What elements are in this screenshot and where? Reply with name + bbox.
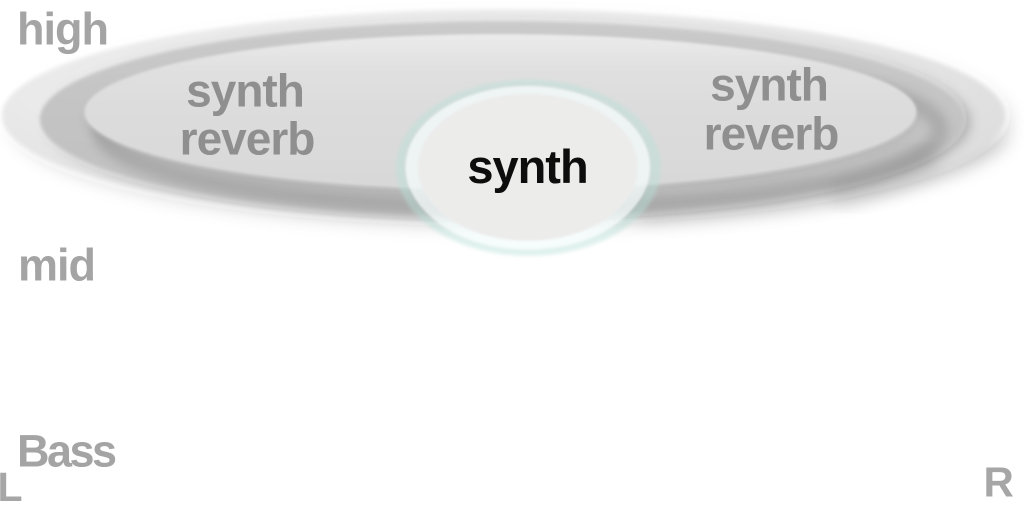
- svg-text:Bass: Bass: [17, 426, 116, 477]
- svg-text:reverb: reverb: [704, 108, 839, 160]
- svg-text:synth: synth: [710, 59, 828, 111]
- svg-text:L: L: [0, 464, 23, 510]
- svg-text:mid: mid: [18, 239, 95, 290]
- svg-text:high: high: [17, 4, 108, 55]
- svg-text:reverb: reverb: [180, 113, 315, 165]
- svg-text:synth: synth: [186, 65, 304, 117]
- svg-text:R: R: [984, 459, 1014, 506]
- svg-text:synth: synth: [467, 140, 587, 193]
